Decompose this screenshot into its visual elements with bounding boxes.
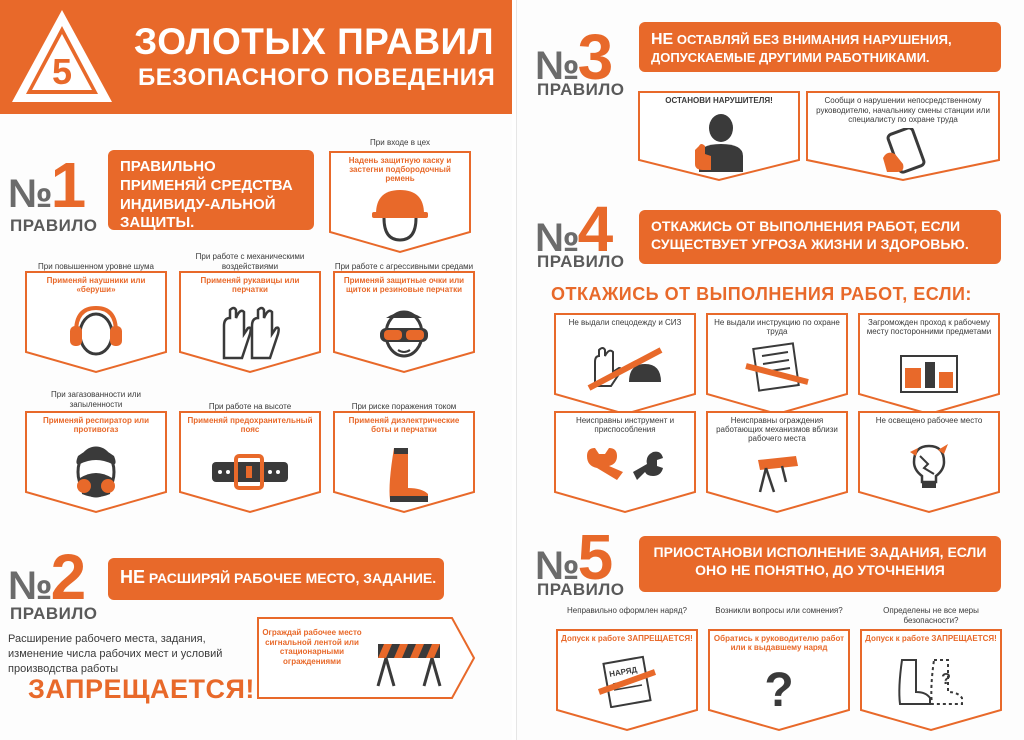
rule4-subheader: ОТКАЖИСЬ ОТ ВЫПОЛНЕНИЯ РАБОТ, ЕСЛИ: [551,284,972,304]
rule4-number: №4 [535,193,614,265]
question-mark: ? [764,664,793,712]
rule3-number: №3 [535,21,614,93]
dielectric-boots-icon [389,448,428,502]
broken-fence-icon [758,456,798,493]
rule5-card3-text: Допуск к работе ЗАПРЕЩАЕТСЯ! [865,634,997,643]
rule5-card1: Допуск к работе ЗАПРЕЩАЕТСЯ! НАРЯД [555,628,699,732]
rule1-top-card-text: Надень защитную каску и застегни подборо… [348,156,452,184]
rule3-card1: ОСТАНОВИ НАРУШИТЕЛЯ! [637,90,801,182]
rule3-text: НЕ ОСТАВЛЯЙ БЕЗ ВНИМАНИЯ НАРУШЕНИЯ, ДОПУ… [639,22,1001,72]
rule4-card6: Не освещено рабочее место [857,410,1001,514]
helmet-icon [372,190,428,242]
rule1-card1-text: Применяй наушники или «беруши» [46,276,146,295]
phone-icon [883,128,926,174]
rule4-card3-text: Загроможден проход к рабочему месту пост… [866,318,992,337]
rule4-card4-text: Неисправны инструмент и приспособления [575,416,675,435]
rule4-card5: Неисправны ограждения работающих механиз… [705,410,849,514]
header-badge-number: 5 [52,51,72,92]
wrong-permit-icon: НАРЯД [597,655,657,708]
rule4-card3: Загроможден проход к рабочему месту пост… [857,312,1001,416]
safety-belt-icon [212,454,288,490]
rule4-card1: Не выдали спецодежду и СИЗ [553,312,697,416]
rule1-card3-caption: При работе с агрессивными средами [334,262,474,271]
rule2-body: Расширение рабочего места, задания, изме… [8,633,223,675]
rule3-card2: Сообщи о нарушении непосредственному рук… [805,90,1001,182]
rule5-number: №5 [535,521,614,593]
rule5-card2-caption: Возникли вопросы или сомнения? [715,606,843,615]
rule5-card3: Допуск к работе ЗАПРЕЩАЕТСЯ! ? [859,628,1003,732]
rule4-card5-text: Неисправны ограждения работающих механиз… [716,416,838,444]
warning-triangle-icon: 5 [12,10,112,102]
rule1-label: ПРАВИЛО [10,216,98,235]
rule2-card-text: Ограждай рабочее место сигнальной лентой… [262,628,362,666]
gloves-icon [222,306,280,360]
header-subtitle: БЕЗОПАСНОГО ПОВЕДЕНИЯ [138,64,496,91]
rule1-card1: Применяй наушники или «беруши» [24,270,168,374]
broken-bulb-icon [910,444,948,488]
rule3-card1-text: ОСТАНОВИ НАРУШИТЕЛЯ! [665,96,773,105]
no-instruction-icon [745,342,809,392]
rule1-card5-caption: При работе на высоте [208,402,292,411]
rule4-card6-text: Не освещено рабочее место [875,416,983,425]
rule1-card4-text: Применяй респиратор или противогаз [42,416,150,435]
rule1-card2-caption: При работе с механическими воздействиями [195,252,305,271]
rule1-card2-text: Применяй рукавицы или перчатки [200,276,300,295]
rule1-top-card-caption: При входе в цех [370,138,430,147]
rule4-text: ОТКАЖИСЬ ОТ ВЫПОЛНЕНИЯ РАБОТ, ЕСЛИ СУЩЕС… [639,210,1001,264]
rule1-card3-text: Применяй защитные очки или щиток и резин… [343,276,465,295]
rule5-card3-caption: Определены не все меры безопасности? [883,606,979,625]
rule2-number: №2 [8,541,87,613]
rule3-card2-text: Сообщи о нарушении непосредственному рук… [816,96,990,125]
rule5-text: ПРИОСТАНОВИ ИСПОЛНЕНИЕ ЗАДАНИЯ, ЕСЛИ ОНО… [639,536,1001,592]
rule1-text: ПРАВИЛЬНО ПРИМЕНЯЙ СРЕДСТВА ИНДИВИДУ-АЛЬ… [108,150,314,231]
rule1-card5-text: Применяй предохранительный пояс [187,416,313,435]
rule1-card6-caption: При риске поражения током [351,402,457,411]
rule2-label: ПРАВИЛО [10,604,98,623]
rule2-text: НЕ РАСШИРЯЙ РАБОЧЕЕ МЕСТО, ЗАДАНИЕ. [108,558,444,600]
rule1-card6: Применяй диэлектрические боты и перчатки [332,410,476,514]
blocked-passage-icon [900,355,958,393]
rule5-card2: Обратись к руководителю работ или к выда… [707,628,851,732]
rule1-number: №1 [8,149,87,221]
rule1-top-card: Надень защитную каску и застегни подборо… [328,150,472,254]
missing-item-mark: ? [941,671,951,688]
rule1-card5: Применяй предохранительный пояс [178,410,322,514]
rule5-card1-text: Допуск к работе ЗАПРЕЩАЕТСЯ! [561,634,693,643]
no-ppe-icon [587,347,663,391]
right-page: №3 ПРАВИЛО НЕ ОСТАВЛЯЙ БЕЗ ВНИМАНИЯ НАРУ… [516,0,1024,740]
barrier-icon [376,644,442,687]
rule1-card6-text: Применяй диэлектрические боты и перчатки [348,416,460,435]
rule4-label: ПРАВИЛО [537,252,625,271]
stop-worker-icon [695,114,743,172]
rule5-card1-caption: Неправильно оформлен наряд? [567,606,687,615]
rule5-card2-text: Обратись к руководителю работ или к выда… [713,634,845,653]
goggles-icon [380,310,428,358]
question-mark-icon: ? [764,664,793,712]
rule5-label: ПРАВИЛО [537,580,625,599]
rule4-card2: Не выдали инструкцию по охране труда [705,312,849,416]
broken-wrench-icon [587,448,663,480]
rule1-card4: Применяй респиратор или противогаз [24,410,168,514]
rule1-card4-caption: При загазованности или запыленности [51,390,141,409]
respirator-icon [76,446,116,498]
earmuffs-icon [70,305,122,356]
header-banner: 5 ЗОЛОТЫХ ПРАВИЛ БЕЗОПАСНОГО ПОВЕДЕНИЯ [0,0,512,114]
rule1-card1-caption: При повышенном уровне шума [38,262,154,271]
rule3-label: ПРАВИЛО [537,80,625,99]
header-title: ЗОЛОТЫХ ПРАВИЛ [134,21,495,62]
rule2-forbidden: ЗАПРЕЩАЕТСЯ! [28,674,255,704]
rule1-card2: Применяй рукавицы или перчатки [178,270,322,374]
rule1-card3: Применяй защитные очки или щиток и резин… [332,270,476,374]
rule4-card4: Неисправны инструмент и приспособления [553,410,697,514]
missing-boot-icon: ? [898,659,963,705]
rule2-card: Ограждай рабочее место сигнальной лентой… [256,616,476,700]
rule4-card2-text: Не выдали инструкцию по охране труда [714,318,840,337]
left-page: 5 ЗОЛОТЫХ ПРАВИЛ БЕЗОПАСНОГО ПОВЕДЕНИЯ №… [0,0,512,704]
rule4-card1-text: Не выдали спецодежду и СИЗ [568,318,682,327]
